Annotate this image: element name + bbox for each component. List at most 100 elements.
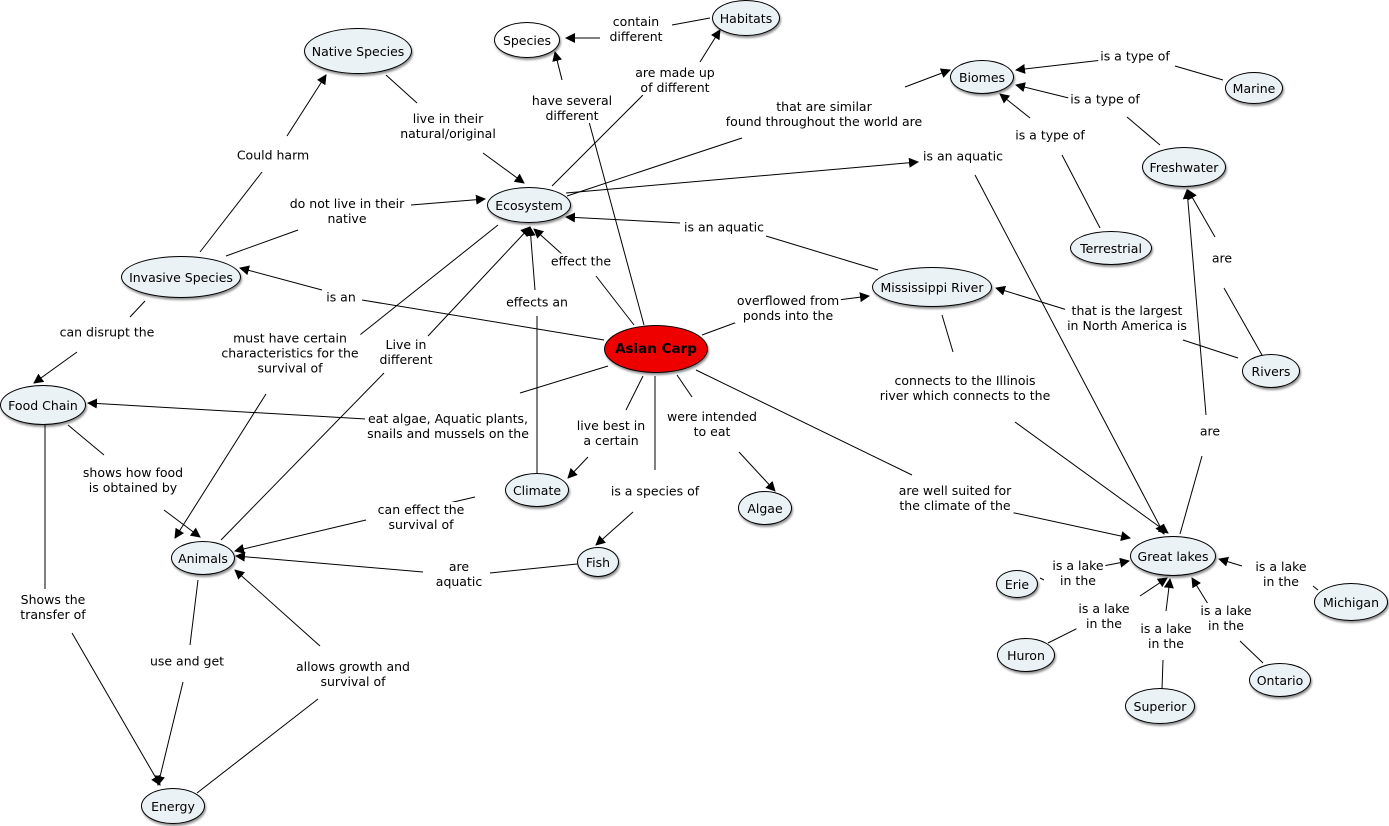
label-could-harm: Could harm [234,147,312,163]
node-ecosystem[interactable]: Ecosystem [487,187,571,223]
label-live-in-natural-original: live in their natural/original [398,111,498,141]
label-can-effect-survival: can effect the survival of [375,502,467,532]
connector-line [234,569,321,647]
label-were-intended-to-eat: were intended to eat [665,409,759,439]
label-similar-found-world: that are similar found throughout the wo… [723,99,925,129]
node-native-species[interactable]: Native Species [304,28,412,74]
connector-line [1047,626,1081,644]
connector-line [129,300,146,318]
node-habitats[interactable]: Habitats [712,0,780,36]
label-is-type-of-terrestrial: is a type of [1013,127,1087,143]
connector-line [595,275,635,326]
connector-line [565,212,681,224]
connector-line [676,374,693,398]
node-species[interactable]: Species [494,22,560,58]
node-food-chain[interactable]: Food Chain [0,385,86,425]
connector-line [1223,287,1263,356]
node-fish[interactable]: Fish [577,547,619,577]
label-connects-illinois-river: connects to the Illinois river which con… [877,373,1053,403]
label-do-not-live-native: do not live in their native [287,196,407,226]
connector-line [286,74,327,137]
label-effect-the: effect the [548,253,614,269]
node-terrestrial[interactable]: Terrestrial [1070,231,1152,265]
node-climate[interactable]: Climate [505,473,569,507]
label-are-made-up-of-different: are made up of different [633,65,717,95]
label-eat-algae: eat algae, Aquatic plants, snails and mu… [365,411,531,441]
connector-line [410,194,486,206]
connector-line [427,226,531,337]
label-erie-lake: is a lake in the [1050,558,1106,588]
node-marine[interactable]: Marine [1225,72,1283,104]
connector-line [1191,577,1209,605]
connector-line [1174,65,1224,81]
label-ontario-lake: is a lake in the [1198,603,1254,633]
node-biomes[interactable]: Biomes [950,60,1014,94]
connector-line [489,563,578,574]
connector-line [1312,585,1319,591]
connector-line [1139,577,1168,597]
label-well-suited-climate: are well suited for the climate of the [896,483,1014,513]
label-contain-different: contain different [607,14,665,44]
connector-line [941,314,954,353]
connector-line [1218,556,1243,567]
connector-line [765,235,879,271]
node-michigan[interactable]: Michigan [1314,583,1388,621]
connector-line [999,93,1031,119]
node-huron[interactable]: Huron [997,638,1055,672]
connector-line [995,285,1078,314]
node-algae[interactable]: Algae [738,491,792,525]
connector-line [738,451,776,492]
connector-line [1179,455,1203,535]
label-use-and-get: use and get [147,653,227,669]
connector-line [1239,640,1264,664]
label-is-type-of-marine: is a type of [1098,48,1172,64]
node-asian-carp[interactable]: Asian Carp [604,325,708,373]
label-is-a-species-of: is a species of [608,483,702,499]
node-energy[interactable]: Energy [141,788,205,824]
node-invasive-species[interactable]: Invasive Species [121,256,241,298]
connector-line [1182,339,1239,359]
label-shows-the-transfer: Shows the transfer of [18,592,88,622]
connector-line [1009,511,1131,541]
label-must-have-certain: must have certain characteristics for th… [219,330,361,376]
node-ontario[interactable]: Ontario [1249,663,1311,697]
connector-line [525,226,536,291]
label-overflowed-from-ponds: overflowed from ponds into the [734,293,842,323]
connector-line [33,351,78,384]
connector-line [1161,659,1164,690]
connector-line [234,519,367,554]
label-superior-lake: is a lake in the [1138,621,1194,651]
node-superior[interactable]: Superior [1125,688,1195,724]
connector-line [566,137,743,197]
node-rivers[interactable]: Rivers [1242,354,1300,388]
node-mississippi-river[interactable]: Mississippi River [872,267,992,307]
connector-line [595,511,634,546]
connector-line [699,29,721,63]
connector-line [199,171,263,253]
connector-line [567,456,589,479]
label-effects-an: effects an [504,294,570,310]
connector-line [1039,577,1045,581]
connector-line [163,509,201,538]
label-michigan-lake: is a lake in the [1253,559,1309,589]
connector-line [1014,421,1169,534]
connector-line [695,369,913,476]
node-animals[interactable]: Animals [171,541,235,575]
connector-line [71,632,161,786]
connector-line [701,320,741,336]
connector-line [1182,189,1207,416]
node-great-lakes[interactable]: Great lakes [1130,536,1216,576]
connector-line [155,681,184,786]
connector-line [1102,557,1130,568]
node-freshwater[interactable]: Freshwater [1142,147,1226,187]
label-have-several-different: have several different [529,93,615,123]
label-is-an: is an [324,289,358,305]
label-largest-in-north-america: that is the largest in North America is [1065,303,1189,333]
connector-line [837,292,870,303]
connector-line [345,224,499,347]
node-erie[interactable]: Erie [996,570,1038,598]
connector-line [625,375,644,411]
connector-line [67,424,105,456]
connector-line [385,74,418,104]
